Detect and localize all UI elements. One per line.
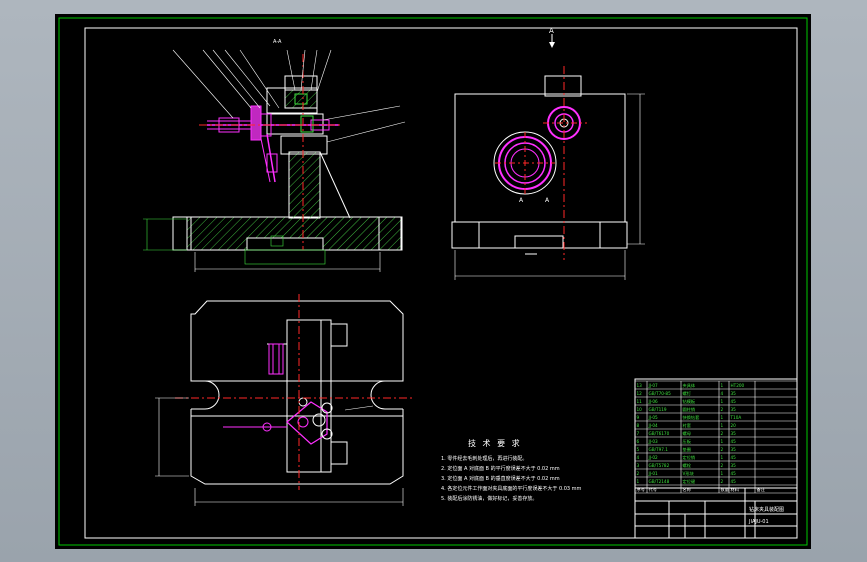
bom-cell: 1: [721, 423, 724, 428]
bom-cell: JJ-01: [648, 471, 658, 476]
bom-cell: 1: [637, 479, 640, 484]
assembly-drawing: 13JJ-07夹具体1HT20012GB/T70-85螺钉43511JJ-06钻…: [58, 17, 808, 546]
bom-cell: 20: [731, 423, 737, 428]
bom-cell: 1: [721, 415, 724, 420]
bom-cell: 45: [731, 439, 737, 444]
bom-cell: 2: [637, 471, 640, 476]
side-view: [451, 34, 645, 280]
bom-cell: 3: [637, 463, 640, 468]
bom-cell: 4: [637, 455, 640, 460]
bom-cell: 9: [637, 415, 640, 420]
bom-cell: 45: [731, 471, 737, 476]
view-mark-a-left: A: [519, 197, 524, 204]
bom-cell: 1: [721, 399, 724, 404]
bom-cell: T10A: [730, 415, 742, 420]
bom-cell: 2: [721, 407, 724, 412]
column: [288, 151, 321, 219]
tech-req-item-4: 4. 各定位元件工作面对夹具底面的平行度误差不大于 0.03 mm: [441, 485, 582, 492]
bom-cell: JJ-03: [648, 439, 658, 444]
bom-cell: 螺母: [683, 430, 691, 437]
bom-cell: 8: [637, 423, 640, 428]
bom-cell: 7: [637, 431, 640, 436]
plan-view: [155, 294, 415, 506]
section-mark-top: A: [549, 27, 554, 35]
bom-cell: 1: [721, 439, 724, 444]
bom-cell: HT200: [731, 383, 745, 388]
bom-cell: GB/T97.1: [649, 447, 669, 452]
bom-cell: JJ-07: [648, 383, 658, 388]
bom-cell: GB/T119: [649, 407, 667, 412]
bom-cell: 2: [721, 479, 724, 484]
bom-cell: 6: [637, 439, 640, 444]
drawing-name: 钻床夹具装配图: [749, 506, 784, 513]
bom-header-cell: 代号: [649, 486, 657, 493]
bom-cell: 13: [637, 383, 643, 388]
bom-cell: 10: [637, 407, 643, 412]
bom-cell: 11: [637, 399, 643, 404]
inner-frame: [84, 27, 798, 539]
bom-header-cell: 材料: [731, 486, 740, 493]
bom-header-cell: 备注: [757, 486, 766, 493]
bom-cell: 35: [731, 463, 737, 468]
bom-cell: 35: [731, 431, 737, 436]
bom-cell: 45: [731, 455, 737, 460]
tech-req-item-5: 5. 装配后涂防锈油，做好标记，妥善存放。: [441, 495, 537, 502]
bom-cell: 螺栓: [683, 462, 692, 469]
bom-cell: 35: [731, 391, 737, 396]
tech-req-title: 技 术 要 求: [468, 438, 522, 448]
bom-cell: 垫圈: [683, 446, 691, 453]
bom-cell: 压板: [683, 438, 692, 445]
bom-cell: JJ-06: [648, 399, 658, 404]
front-section-view: [143, 49, 406, 272]
bom-cell: 快换钻套: [683, 414, 701, 421]
bom-cell: 5: [637, 447, 640, 452]
bom-cell: 2: [721, 447, 724, 452]
bom-cell: 45: [731, 479, 737, 484]
bom-cell: JJ-04: [648, 423, 658, 428]
bom-cell: 1: [721, 455, 724, 460]
bom-cell: 夹具体: [683, 382, 696, 389]
tech-req-item-1: 1. 零件经去毛刺处理后，再进行装配。: [441, 455, 527, 462]
bom-cell: 35: [731, 447, 737, 452]
bom-cell: 螺钉: [683, 390, 692, 397]
drawing-code: JIAJU-01: [748, 519, 769, 525]
bom-cell: JJ-02: [648, 455, 658, 460]
outer-frame: [58, 17, 808, 546]
bom-cell: GB/T2148: [649, 479, 670, 484]
bom-header-cell: 序号: [637, 486, 645, 493]
bom-cell: 45: [731, 399, 737, 404]
bom-cell: 衬套: [683, 422, 692, 429]
bom-cell: 圆柱销: [683, 406, 696, 413]
bom-cell: 35: [731, 407, 737, 412]
tech-req-item-3: 3. 定位面 A 对底面 B 的垂直度误差不大于 0.02 mm: [441, 475, 560, 482]
bom-cell: 钻模板: [683, 398, 696, 405]
bom-cell: 1: [721, 471, 724, 476]
bom-cell: GB/T70-85: [649, 391, 672, 396]
bom-cell: 1: [721, 383, 724, 388]
bom-cell: 4: [721, 391, 724, 396]
bom-cell: 12: [637, 391, 643, 396]
bom-cell: GB/T6170: [649, 431, 670, 436]
section-label: A-A: [273, 39, 282, 45]
bom-header-cell: 数量: [721, 486, 729, 493]
bom-cell: 定位销: [683, 454, 696, 461]
bom-cell: 2: [721, 431, 724, 436]
view-mark-a-right: A: [545, 197, 550, 204]
bom-cell: 定位键: [683, 478, 696, 485]
bom-cell: GB/T5782: [649, 463, 670, 468]
bom-cell: 2: [721, 463, 724, 468]
tech-req-item-2: 2. 定位面 A 对底面 B 的平行度误差不大于 0.02 mm: [441, 465, 560, 472]
bom-cell: JJ-05: [648, 415, 658, 420]
bom-header-cell: 名称: [683, 486, 691, 493]
bom-cell: V形块: [683, 470, 695, 477]
